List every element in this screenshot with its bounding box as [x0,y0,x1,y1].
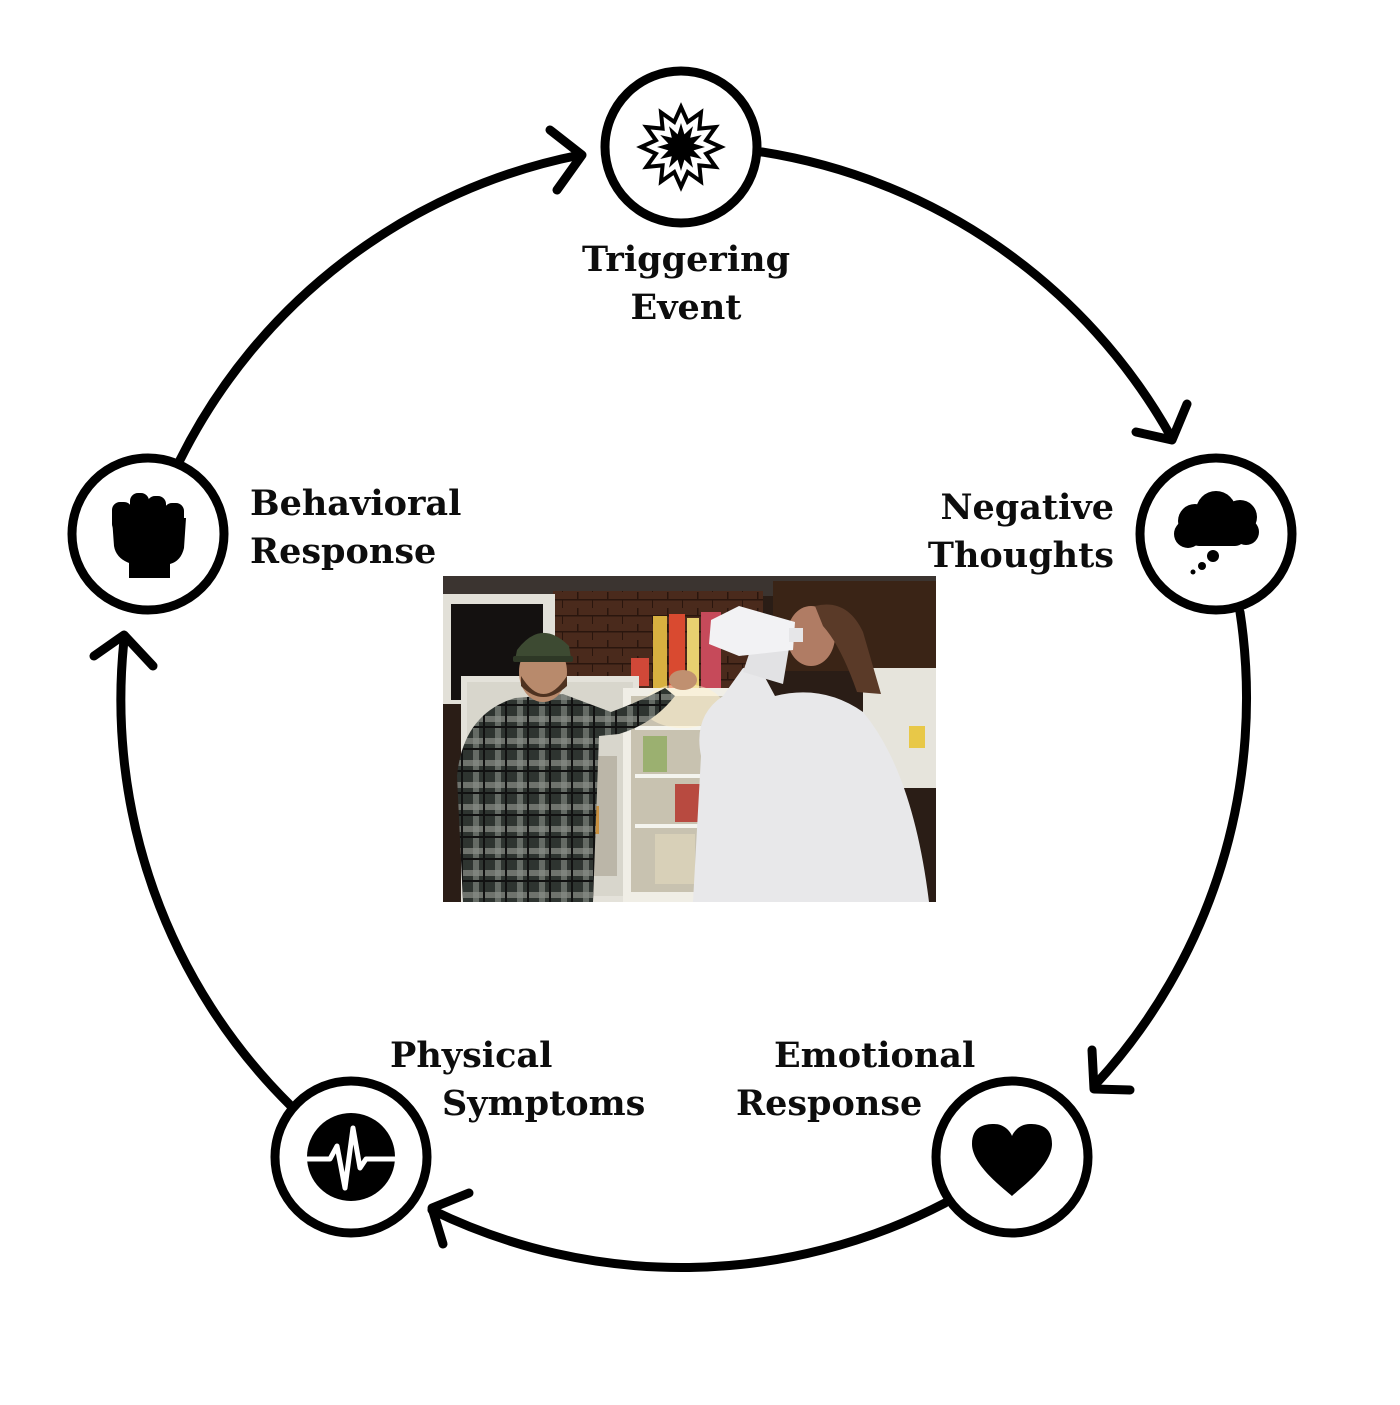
label-emotion: Emotional Response [736,1032,975,1128]
label-trigger: Triggering Event [571,236,801,332]
starburst-icon [636,102,726,192]
heart-icon [972,1124,1052,1196]
kitchen-photo-illustration [443,576,936,902]
arc-emotion-to-physical [427,1198,950,1273]
arrowhead-trigger [545,125,587,195]
arrowhead-physical [427,1188,474,1249]
label-emotion-line-1: Emotional [774,1035,976,1076]
label-physical-line-1: Physical [390,1035,553,1076]
label-thoughts-line-2: Thoughts [927,535,1114,576]
label-trigger-line-1: Triggering [581,239,791,280]
label-behavior: Behavioral Response [250,480,461,576]
label-thoughts-line-1: Negative [940,487,1114,528]
arc-physical-to-behavior [116,635,295,1110]
label-behavior-line-2: Response [250,531,437,572]
arc-thoughts-to-emotion [1090,607,1251,1090]
kitchen-photo [443,576,936,902]
fist-icon [112,493,186,578]
label-thoughts: Negative Thoughts [928,484,1114,580]
arc-trigger-to-thoughts [757,147,1175,440]
label-emotion-line-2: Response [736,1083,923,1124]
label-behavior-line-1: Behavioral [250,483,462,524]
heartbeat-pulse-icon [307,1113,395,1201]
label-physical-line-2: Symptoms [442,1083,646,1124]
label-physical: Physical Symptoms [390,1032,645,1128]
arc-behavior-to-trigger [175,150,585,465]
label-trigger-line-2: Event [630,287,742,328]
arrowhead-behavior [89,630,158,671]
arrowhead-emotion [1087,1045,1135,1095]
arrowhead-thoughts [1131,399,1192,445]
thought-cloud-icon [1174,491,1259,575]
